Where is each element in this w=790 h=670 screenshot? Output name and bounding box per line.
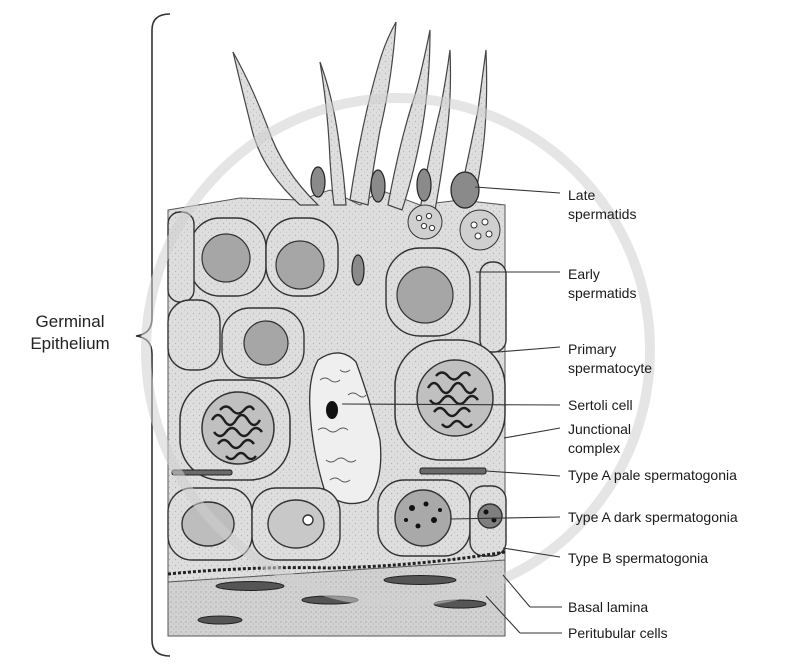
basal-lamina-line: [167, 550, 506, 576]
spermatocyte-nucleus: [243, 320, 289, 366]
label-sertoli-cell: Sertoli cell: [568, 397, 633, 413]
sertoli-nucleus: [309, 352, 382, 505]
spermatid-flagella: [232, 21, 488, 216]
label-early-spermatids: Early spermatids: [568, 266, 637, 301]
label-basal-lamina: Basal lamina: [568, 599, 649, 615]
label-primary-spermatocyte: Primary spermatocyte: [568, 341, 653, 376]
watermark-circle: [141, 93, 655, 607]
group-label-line2: Epithelium: [30, 334, 110, 353]
early-spermatid-nuclei: [201, 233, 454, 324]
group-label-line1: Germinal: [35, 312, 105, 331]
label-type-b: Type B spermatogonia: [568, 550, 709, 566]
spermatocyte-chromatin: [210, 371, 479, 461]
label-late-spermatids: Late spermatids: [568, 187, 637, 222]
label-peritubular-cells: Peritubular cells: [568, 625, 668, 641]
label-type-a-dark: Type A dark spermatogonia: [568, 509, 738, 525]
leader-lines: [341, 186, 562, 634]
bracket: [135, 13, 171, 657]
residual-bodies: [407, 204, 501, 251]
late-spermatid-heads: [310, 166, 480, 286]
label-type-a-pale: Type A pale spermatogonia: [568, 467, 737, 483]
label-junctional-complex: Junctional complex: [568, 421, 632, 456]
group-label: Germinal Epithelium: [6, 311, 134, 355]
